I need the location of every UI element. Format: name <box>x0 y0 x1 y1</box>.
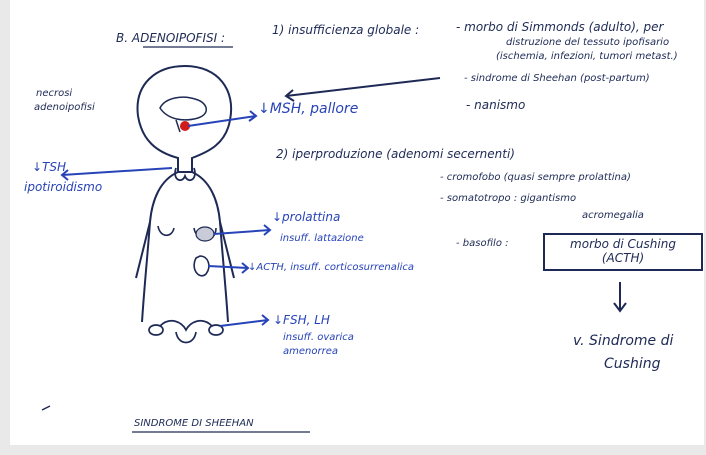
fsh-effect-line1: insuff. ovarica <box>283 332 354 343</box>
msh-label: ↓MSH, pallore <box>258 101 358 117</box>
point-1-simmonds: - morbo di Simmonds (adulto), per <box>456 20 664 34</box>
cushing-box-line1: morbo di Cushing <box>545 237 701 251</box>
sheehan-arrow <box>286 78 440 96</box>
drawing-layer <box>10 0 704 445</box>
cushing-syndrome-line2: Cushing <box>604 356 660 372</box>
point-2-basofilo: - basofilo : <box>456 238 509 249</box>
handwritten-page: B. ADENOIPOFISI : 1) insufficienza globa… <box>10 0 704 445</box>
point-1-detail-line2: (ischemia, infezioni, tumori metast.) <box>496 51 678 62</box>
adrenal-kidney-shape <box>194 256 209 276</box>
down-arrow <box>614 282 626 311</box>
point-1-nanismo: - nanismo <box>466 98 525 112</box>
prolactin-effect-label: insuff. lattazione <box>280 233 364 244</box>
necrosis-label-line2: adenoipofisi <box>34 102 95 113</box>
point-2-somatotropo: - somatotropo : gigantismo <box>440 193 576 204</box>
tsh-effect-label: ipotiroidismo <box>24 180 102 194</box>
uterus-ovaries-shape <box>149 321 223 343</box>
cushing-box-line2: (ACTH) <box>545 251 701 265</box>
cushing-box: morbo di Cushing (ACTH) <box>543 233 703 271</box>
fsh-effect-line2: amenorrea <box>283 346 338 357</box>
body-outline <box>136 66 234 322</box>
fsh-lh-label: ↓FSH, LH <box>273 313 330 327</box>
point-1-sheehan: - sindrome di Sheehan (post-partum) <box>464 73 650 84</box>
cushing-syndrome-line1: v. Sindrome di <box>573 333 673 349</box>
footer-title: SINDROME DI SHEEHAN <box>134 418 254 429</box>
breast-left-shape <box>158 226 174 235</box>
point-1-title: 1) insufficienza globale : <box>272 23 419 37</box>
point-2-title: 2) iperproduzione (adenomi secernenti) <box>276 147 515 161</box>
acth-label: ↓ACTH, insuff. corticosurrenalica <box>248 262 414 273</box>
necrosis-label-line1: necrosi <box>36 88 72 99</box>
point-1-detail-line1: distruzione del tessuto ipofisario <box>506 37 669 48</box>
point-2-acromegalia: acromegalia <box>582 210 644 221</box>
prolactin-label: ↓prolattina <box>272 210 340 224</box>
breast-gland-shade <box>196 227 214 241</box>
tsh-label: ↓TSH <box>32 160 66 174</box>
point-2-cromofobo: - cromofobo (quasi sempre prolattina) <box>440 172 631 183</box>
stray-mark <box>42 406 50 410</box>
section-heading: B. ADENOIPOFISI : <box>116 31 225 45</box>
blue-arrows <box>62 111 270 326</box>
